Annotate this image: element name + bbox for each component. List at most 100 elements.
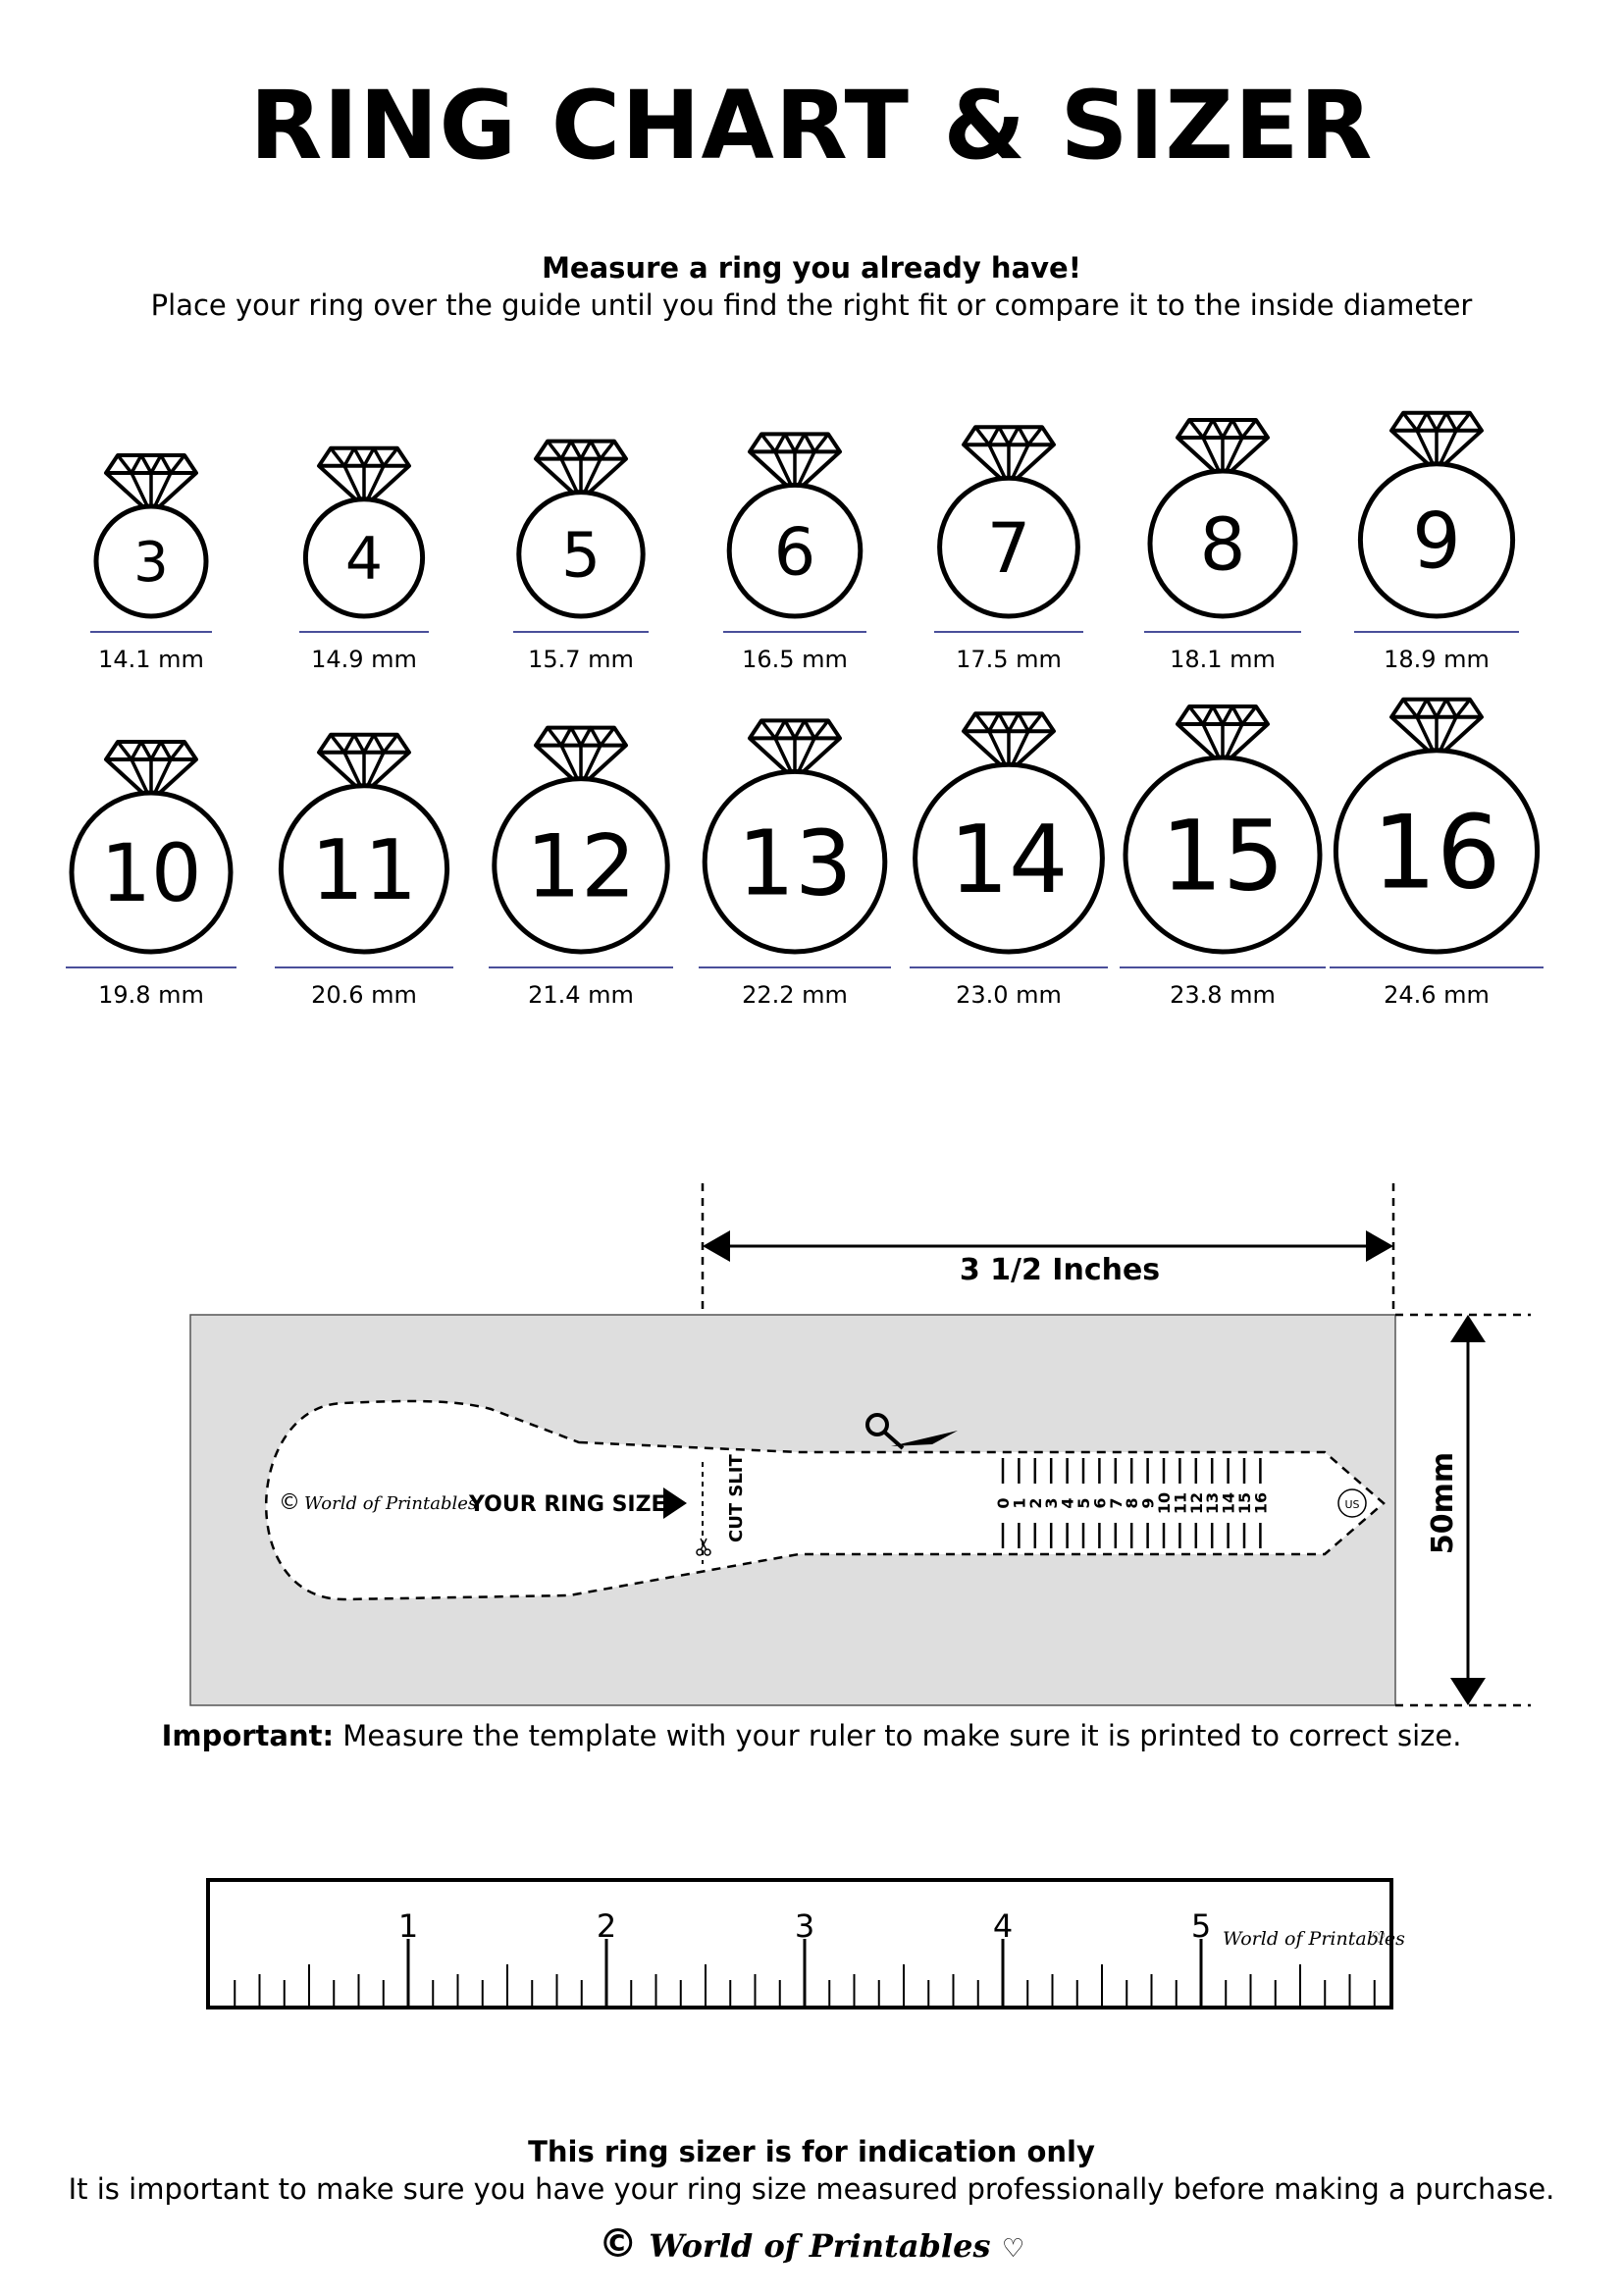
ring-circle: [278, 783, 450, 955]
scale-number: 12: [1187, 1492, 1206, 1514]
ring-circle: [702, 768, 888, 955]
ruler-number: 1: [398, 1907, 418, 1945]
ring-icon: 13: [702, 718, 888, 955]
ring-circle: [726, 482, 864, 619]
ring-diameter-label: 20.6 mm: [311, 981, 417, 1009]
ring-icon: 7: [937, 425, 1080, 619]
ring-diameter-label: 17.5 mm: [956, 646, 1062, 673]
ring-size-number: 13: [737, 810, 852, 915]
scale-number: 4: [1059, 1497, 1077, 1508]
ring-circle: [1147, 468, 1298, 619]
scissors-icon: [865, 1413, 958, 1450]
scale-number: 8: [1123, 1497, 1141, 1508]
arrow-up-icon: [1450, 1315, 1486, 1342]
intro-heading: Measure a ring you already have!: [542, 251, 1081, 285]
ring-circle: [69, 790, 234, 955]
ring-icon: 14: [913, 711, 1105, 955]
height-dimension: 50mm: [1395, 1313, 1531, 1707]
ring-icon: 8: [1147, 418, 1298, 619]
scale-number: 1: [1010, 1497, 1028, 1508]
ring-diameter-label: 22.2 mm: [742, 981, 848, 1009]
important-text: Measure the template with your ruler to …: [334, 1719, 1462, 1752]
ring-underline: [933, 631, 1084, 633]
ring-size-number: 11: [311, 822, 417, 919]
scale-number: 7: [1107, 1497, 1126, 1508]
intro-text: Place your ring over the guide until you…: [150, 288, 1473, 322]
ring-diameter-label: 23.8 mm: [1170, 981, 1276, 1009]
scale-number: 15: [1235, 1492, 1254, 1514]
ring-diameter-label: 24.6 mm: [1384, 981, 1490, 1009]
ruler: [206, 1878, 1393, 2009]
heart-icon: ♡: [1001, 2234, 1025, 2264]
cut-slit-label: CUT SLIT: [726, 1453, 747, 1542]
arrow-right-icon: [1366, 1230, 1393, 1262]
ring-underline: [1354, 631, 1519, 633]
scale-number: 14: [1220, 1492, 1238, 1514]
ring-icon: 16: [1333, 697, 1541, 955]
sizer-strip-outline: [265, 1399, 1386, 1601]
ring-icon: 9: [1357, 410, 1516, 619]
ring-underline: [723, 631, 866, 633]
ring-circle: [937, 475, 1080, 619]
ring-diameter-label: 14.1 mm: [98, 646, 204, 673]
ring-size-number: 3: [133, 531, 169, 595]
scale-number: 11: [1171, 1492, 1189, 1514]
scale-number: 2: [1026, 1497, 1045, 1508]
diamond-icon: [1176, 418, 1270, 484]
ring-size-number: 4: [345, 525, 383, 594]
us-badge-label: US: [1344, 1498, 1359, 1511]
ring-underline: [1120, 966, 1326, 968]
ring-size-number: 14: [950, 807, 1069, 914]
ring-size-number: 10: [100, 828, 201, 920]
footer-brand: World of Printables: [649, 2227, 991, 2265]
copyright-icon: ©: [279, 1490, 300, 1515]
arrow-down-icon: [1450, 1678, 1486, 1705]
ring-circle: [1333, 748, 1541, 955]
height-label: 50mm: [1426, 1452, 1460, 1554]
scale-number: 3: [1042, 1497, 1061, 1508]
ring-circle: [913, 761, 1105, 955]
ring-icon: 10: [69, 740, 234, 955]
small-scissors-icon: [696, 1538, 711, 1556]
ring-diameter-label: 18.9 mm: [1384, 646, 1490, 673]
ring-circle: [1123, 755, 1323, 955]
ring-size-number: 16: [1372, 794, 1500, 912]
ring-diameter-label: 23.0 mm: [956, 981, 1062, 1009]
copyright-icon: ©: [598, 2221, 638, 2267]
ring-icon: 11: [278, 732, 450, 955]
scale-number: 5: [1074, 1497, 1093, 1508]
width-dimension: 3 1/2 Inches: [701, 1183, 1395, 1313]
scale-number: 16: [1251, 1492, 1270, 1514]
scale-number: 13: [1203, 1492, 1222, 1514]
scale-number: 6: [1090, 1497, 1109, 1508]
pointer-arrow-icon: [663, 1487, 687, 1519]
ring-circle: [492, 776, 670, 955]
ring-size-number: 5: [561, 519, 601, 591]
ring-circle: [302, 496, 426, 619]
ring-circle: [93, 503, 209, 619]
ring-diameter-label: 14.9 mm: [311, 646, 417, 673]
ring-size-number: 8: [1199, 503, 1245, 588]
diamond-icon: [534, 439, 628, 504]
footer-text: It is important to make sure you have yo…: [68, 2172, 1555, 2206]
ring-underline: [275, 966, 453, 968]
ring-icon: 5: [516, 439, 646, 619]
ring-icon: 12: [492, 725, 670, 955]
ruler-number: 5: [1191, 1907, 1211, 1945]
ring-icon: 3: [93, 453, 209, 619]
scale-number: 10: [1155, 1492, 1174, 1514]
sizer-brand: World of Printables: [304, 1493, 477, 1514]
scale-number: 0: [994, 1497, 1013, 1508]
page-title: RING CHART & SIZER: [249, 71, 1374, 181]
arrow-left-icon: [703, 1230, 730, 1262]
width-label: 3 1/2 Inches: [960, 1253, 1160, 1287]
your-ring-size-label: YOUR RING SIZE: [468, 1492, 666, 1517]
ring-size-number: 7: [987, 508, 1031, 589]
ring-size-number: 9: [1412, 497, 1461, 586]
ring-underline: [90, 631, 212, 633]
diamond-icon: [962, 425, 1056, 491]
ring-underline: [909, 966, 1109, 968]
ring-underline: [299, 631, 429, 633]
